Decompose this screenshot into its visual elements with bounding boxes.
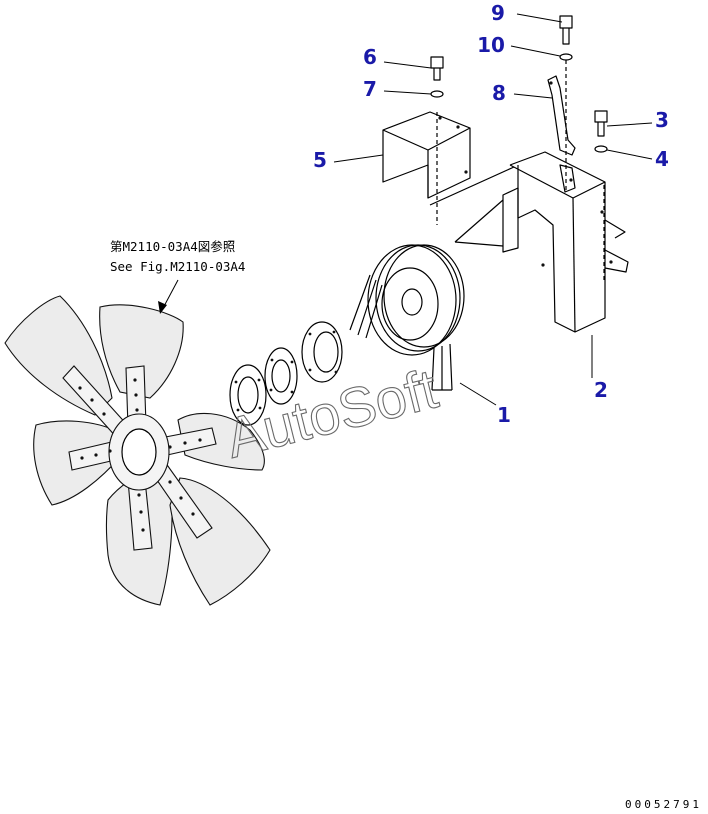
spacer-plate-2 [264, 347, 298, 405]
callout-1: 1 [497, 403, 511, 427]
belt-strand-right [431, 343, 453, 391]
callout-4: 4 [655, 147, 669, 171]
leader-8 [513, 93, 553, 99]
watermark: AutoSoft [220, 356, 444, 469]
belt-strand-left [349, 274, 383, 339]
callout-5: 5 [313, 148, 327, 172]
leader-5 [333, 154, 384, 163]
bolt-9 [559, 15, 573, 45]
callout-3: 3 [655, 108, 669, 132]
pulley-groove-3 [383, 244, 465, 348]
belt-cover [429, 151, 629, 333]
pulley-face [381, 267, 439, 341]
v-belt-pulley [349, 244, 465, 391]
leader-6 [383, 61, 432, 69]
callout-7: 7 [363, 77, 377, 101]
spacer-stack [229, 321, 343, 426]
hub-center-bore [121, 428, 157, 476]
reference-note-jp: 第M2110-03A4図参照 [110, 239, 235, 254]
fan-blade-top [99, 304, 184, 399]
leader-1 [459, 382, 497, 406]
leader-10 [510, 45, 561, 57]
leader-9 [516, 13, 563, 23]
leader-7 [383, 90, 432, 95]
spacer-plate-1 [229, 364, 267, 426]
callout-2: 2 [594, 378, 608, 402]
reference-arrowhead [158, 301, 167, 314]
bolt-6 [430, 56, 444, 81]
fan-hub-spider [62, 365, 217, 551]
callout-leaders [333, 13, 653, 406]
callout-8: 8 [492, 81, 506, 105]
document-id: 00052791 [625, 798, 702, 811]
callout-6: 6 [363, 45, 377, 69]
leader-4 [606, 149, 653, 160]
pulley-bore [401, 288, 423, 316]
cover-plate [382, 111, 471, 225]
pulley-hub [301, 321, 343, 383]
reference-note: 第M2110-03A4図参照 See Fig.M2110-03A4 [110, 239, 245, 314]
washer-10 [559, 53, 573, 61]
bolt-3 [594, 110, 608, 137]
pulley-groove-1 [367, 244, 457, 356]
washer-4 [594, 145, 608, 153]
callout-numbers: 9 10 6 7 8 3 4 5 2 1 [313, 1, 669, 427]
callout-9: 9 [491, 1, 505, 25]
bracket [547, 60, 576, 193]
callout-10: 10 [477, 33, 505, 57]
pulley-groove-2 [375, 244, 461, 352]
leader-3 [606, 122, 653, 127]
fan-blade-right [177, 412, 265, 471]
fan-assembly [4, 295, 271, 606]
washer-7 [430, 90, 444, 98]
reference-note-en: See Fig.M2110-03A4 [110, 259, 245, 274]
